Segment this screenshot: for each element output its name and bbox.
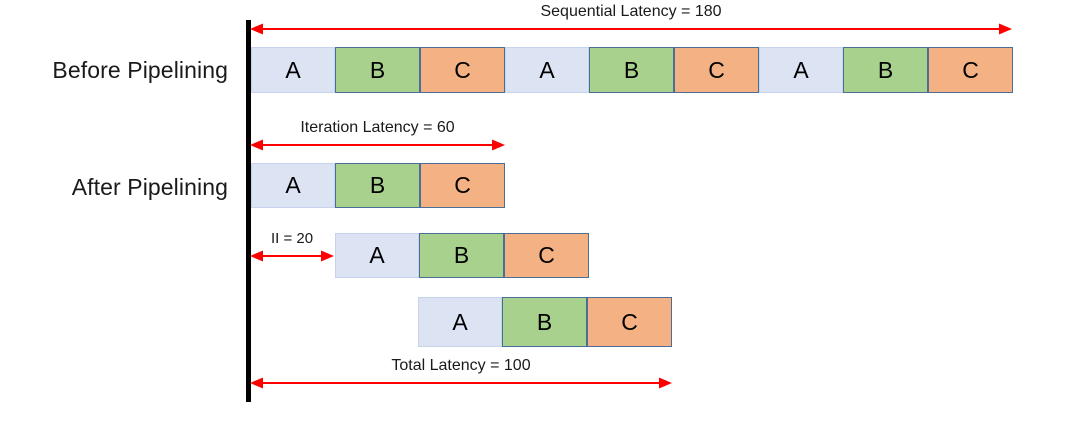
stage-block-a: A: [505, 47, 589, 93]
stage-block-b: B: [335, 163, 420, 208]
stage-block-a: A: [418, 297, 502, 347]
stage-block-a: A: [335, 233, 419, 278]
sequential-row: A B C A B C A B C: [251, 47, 1013, 93]
initiation-interval-label: II = 20: [270, 230, 314, 247]
stage-block-b: B: [843, 47, 928, 93]
sequential-latency-label: Sequential Latency = 180: [540, 3, 722, 20]
row-label-after-pipelining: After Pipelining: [71, 174, 228, 200]
pipelined-iteration-3-row: A B C: [418, 297, 672, 347]
stage-block-a: A: [251, 163, 335, 208]
initiation-interval-arrow: [250, 249, 334, 263]
stage-block-c: C: [420, 47, 505, 93]
stage-block-b: B: [502, 297, 587, 347]
total-latency-label: Total Latency = 100: [391, 357, 531, 374]
iteration-latency-arrow: [250, 138, 505, 152]
stage-block-a: A: [251, 47, 335, 93]
stage-block-c: C: [674, 47, 759, 93]
iteration-latency-label: Iteration Latency = 60: [300, 119, 455, 136]
row-label-before-pipelining: Before Pipelining: [52, 57, 228, 83]
pipelined-iteration-2-row: A B C: [335, 233, 589, 278]
stage-block-c: C: [420, 163, 505, 208]
total-latency-arrow: [250, 376, 672, 390]
stage-block-c: C: [587, 297, 672, 347]
stage-block-c: C: [504, 233, 589, 278]
time-origin-axis: [246, 20, 251, 402]
stage-block-b: B: [335, 47, 420, 93]
stage-block-b: B: [589, 47, 674, 93]
stage-block-a: A: [759, 47, 843, 93]
pipelined-iteration-1-row: A B C: [251, 163, 505, 208]
sequential-latency-arrow: [250, 22, 1012, 36]
stage-block-b: B: [419, 233, 504, 278]
stage-block-c: C: [928, 47, 1013, 93]
